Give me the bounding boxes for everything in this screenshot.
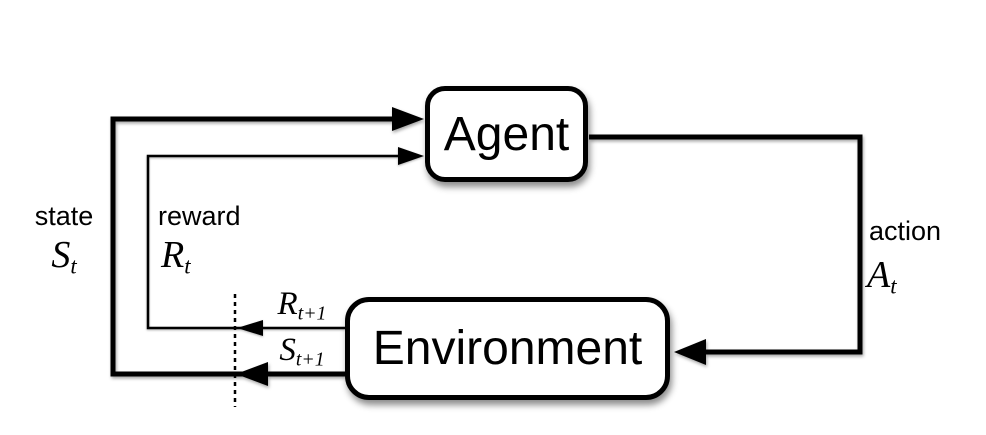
action-label: action [869, 216, 942, 246]
reward-symbol-sub: t [184, 253, 191, 279]
reward-symbol: Rt [161, 234, 191, 277]
reward-symbol-main: R [161, 234, 185, 276]
agent-box: Agent [425, 86, 588, 182]
state-label: state [34, 201, 94, 231]
state-loop-line [110, 107, 424, 386]
next-reward-symbol: Rt+1 [258, 286, 346, 324]
reward-arrowhead-at-time-boundary [237, 320, 263, 336]
next-reward-symbol-sub: t+1 [297, 302, 327, 325]
next-reward-symbol-main: R [277, 286, 298, 322]
action-symbol: At [867, 254, 897, 297]
action-symbol-main: A [867, 254, 891, 296]
reward-label: reward [158, 201, 241, 231]
next-state-symbol: St+1 [258, 332, 346, 370]
next-state-symbol-main: S [279, 332, 296, 368]
state-arrowhead-into-agent [392, 107, 424, 131]
action-line [589, 134, 863, 365]
reward-arrowhead-into-agent [398, 147, 424, 165]
environment-box-label: Environment [372, 322, 643, 375]
state-symbol-main: S [51, 234, 71, 276]
action-arrowhead-into-environment [674, 339, 706, 365]
environment-box: Environment [345, 297, 670, 400]
state-symbol: St [18, 234, 110, 277]
agent-box-label: Agent [443, 107, 570, 161]
state-symbol-sub: t [70, 253, 77, 279]
next-state-symbol-sub: t+1 [295, 348, 325, 371]
state-arrowhead-at-time-boundary [236, 362, 268, 386]
reward-loop-line [146, 147, 424, 336]
action-symbol-sub: t [890, 273, 897, 299]
